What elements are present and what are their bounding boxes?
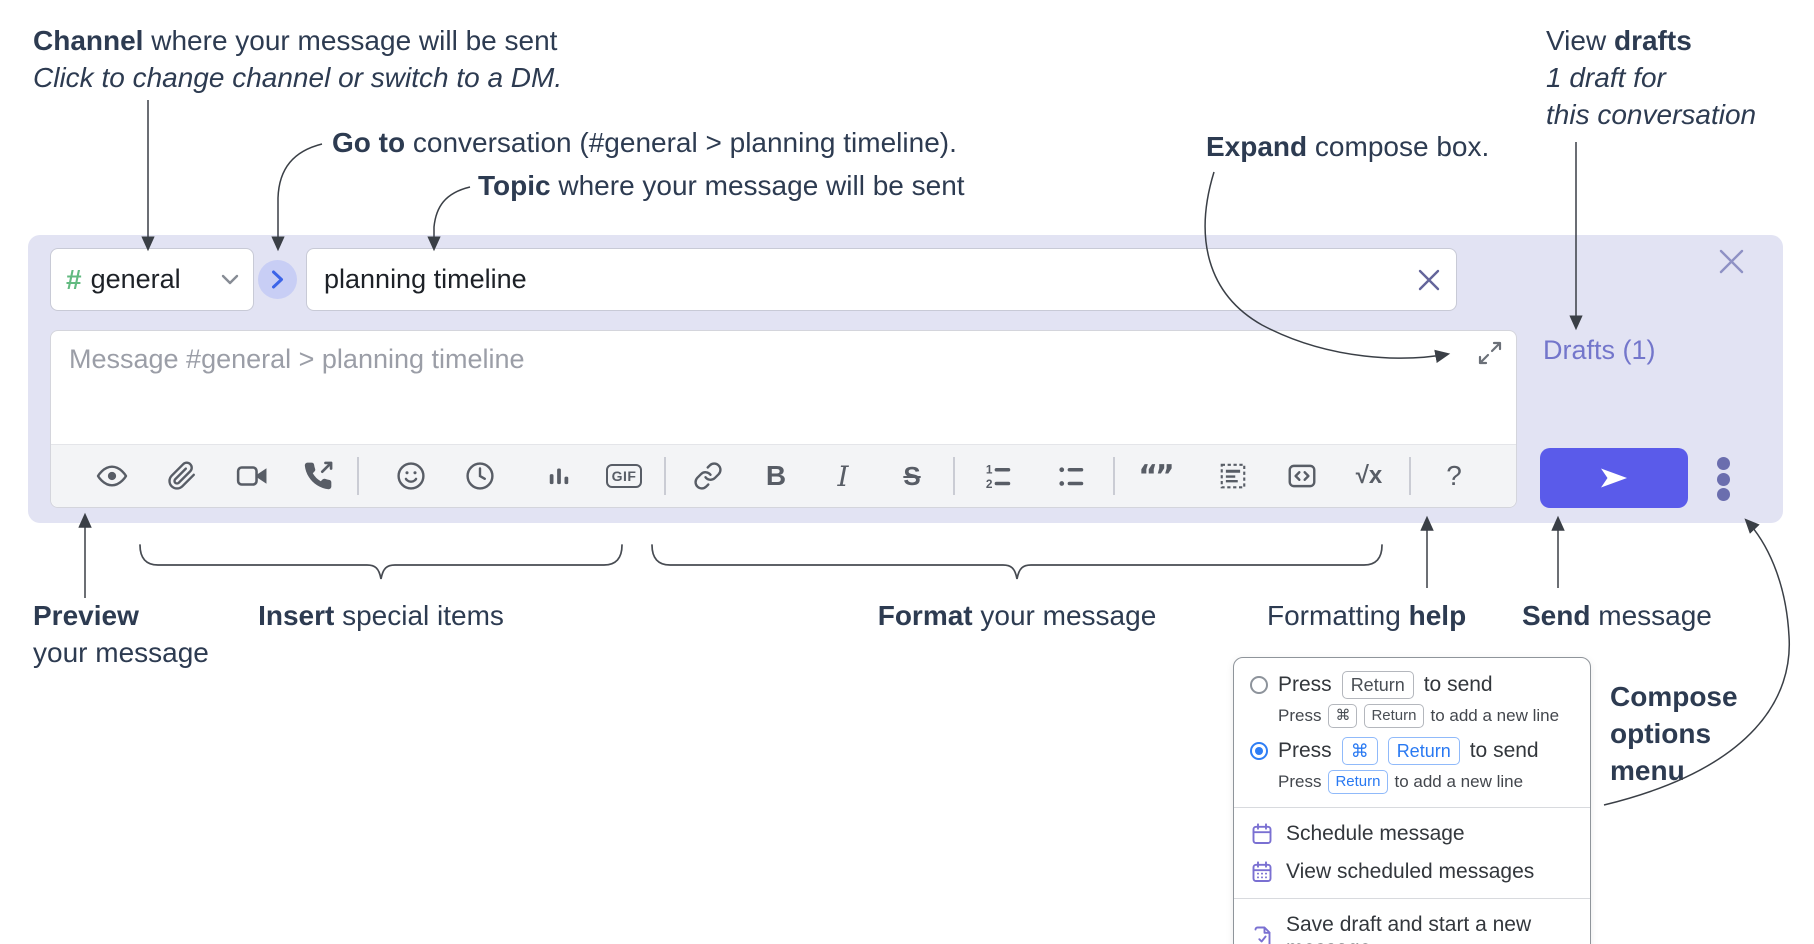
annotation-channel-bold: Channel	[33, 25, 144, 56]
bold-icon[interactable]: B	[765, 460, 787, 491]
channel-hash-icon: #	[66, 263, 82, 295]
italic-icon[interactable]: I	[837, 459, 849, 493]
preview-eye-icon[interactable]	[90, 454, 134, 498]
compose-options-menu: Press Return to send Press ⌘ Return to a…	[1233, 657, 1591, 944]
annotation-insert: Insert special items	[258, 600, 504, 631]
gif-icon[interactable]: GIF	[602, 454, 646, 498]
annotation-formatting-help: Formatting help	[1267, 600, 1467, 631]
channel-name: general	[90, 264, 181, 294]
key-return: Return	[1341, 671, 1414, 699]
annotation-topic: Topic where your message will be sent	[478, 170, 965, 201]
toolbar-divider	[1113, 457, 1115, 495]
video-call-icon[interactable]	[231, 454, 275, 498]
send-button[interactable]	[1540, 448, 1688, 508]
option-enter-sends-subtext: Press ⌘ Return to add a new line	[1234, 702, 1590, 734]
draft-file-check-icon	[1250, 925, 1274, 944]
arrow-goto	[271, 143, 323, 252]
key-return: Return	[1387, 737, 1460, 765]
strikethrough-icon[interactable]: S	[903, 460, 921, 491]
topic-field-wrap	[306, 248, 1457, 311]
code-icon[interactable]	[1280, 454, 1324, 498]
option-cmd-enter-sends[interactable]: Press ⌘ Return to send	[1234, 734, 1590, 768]
chevron-down-icon	[221, 274, 239, 286]
annotation-goto: Go to conversation (#general > planning …	[332, 127, 957, 158]
spoiler-icon[interactable]	[1211, 454, 1255, 498]
message-placeholder: Message #general > planning timeline	[69, 344, 525, 374]
poll-icon[interactable]	[537, 454, 581, 498]
calendar-icon	[1250, 822, 1274, 846]
annotation-preview: Preview your message	[33, 600, 209, 668]
radio-unselected-icon[interactable]	[1250, 676, 1268, 694]
key-return: Return	[1328, 770, 1388, 794]
toolbar-divider	[664, 457, 666, 495]
radio-selected-icon[interactable]	[1250, 742, 1268, 760]
compose-options-dots-icon[interactable]	[1710, 457, 1736, 501]
menu-item-view-scheduled[interactable]: View scheduled messages	[1234, 853, 1590, 891]
topic-input[interactable]	[306, 248, 1457, 311]
annotation-format: Format your message	[877, 600, 1157, 631]
chevron-right-icon	[271, 270, 284, 289]
send-arrow-icon	[1597, 463, 1631, 493]
key-cmd: ⌘	[1328, 704, 1358, 728]
key-return: Return	[1364, 704, 1424, 728]
menu-item-schedule-message[interactable]: Schedule message	[1234, 815, 1590, 853]
svg-text:2: 2	[986, 477, 993, 491]
annotation-expand: Expand compose box.	[1206, 131, 1490, 162]
annotation-view-drafts: View drafts 1 draft for this conversatio…	[1546, 25, 1757, 130]
close-compose-icon[interactable]	[1713, 243, 1749, 279]
menu-item-save-draft[interactable]: Save draft and start a new message	[1234, 906, 1590, 944]
expand-compose-icon[interactable]	[1476, 339, 1504, 367]
message-box[interactable]: Message #general > planning timeline	[50, 330, 1517, 508]
annotation-compose-options: Compose options menu	[1610, 681, 1738, 786]
compose-box: # general Drafts (1) Message #general > …	[28, 235, 1783, 523]
annotation-send-message: Send message	[1522, 600, 1712, 631]
drafts-link[interactable]: Drafts (1)	[1543, 335, 1656, 365]
option-cmd-enter-sends-subtext: Press Return to add a new line	[1234, 768, 1590, 800]
calendar-days-icon	[1250, 860, 1274, 884]
bulleted-list-icon[interactable]	[1050, 454, 1094, 498]
brace-insert	[139, 544, 623, 580]
annotation-channel: Channel where your message will be sent …	[33, 22, 562, 96]
voice-call-icon[interactable]	[296, 454, 340, 498]
toolbar-divider	[953, 457, 955, 495]
toolbar-divider	[1409, 457, 1411, 495]
option-enter-sends[interactable]: Press Return to send	[1234, 668, 1590, 702]
math-icon[interactable]: √x	[1355, 462, 1383, 489]
formatting-help-icon[interactable]: ?	[1446, 460, 1462, 491]
annotation-channel-line2: Click to change channel or switch to a D…	[33, 62, 563, 93]
global-time-icon[interactable]	[458, 454, 502, 498]
goto-conversation-button[interactable]	[258, 260, 297, 299]
link-icon[interactable]	[686, 454, 730, 498]
emoji-icon[interactable]	[389, 454, 433, 498]
menu-divider	[1234, 807, 1590, 808]
menu-divider	[1234, 898, 1590, 899]
svg-text:1: 1	[986, 463, 993, 477]
attach-paperclip-icon[interactable]	[160, 454, 204, 498]
key-cmd: ⌘	[1341, 737, 1378, 765]
quote-icon[interactable]: “”	[1138, 458, 1174, 494]
brace-format	[651, 544, 1383, 580]
clear-topic-icon[interactable]	[1416, 267, 1442, 293]
channel-selector[interactable]: # general	[50, 248, 254, 311]
toolbar-divider	[357, 457, 359, 495]
